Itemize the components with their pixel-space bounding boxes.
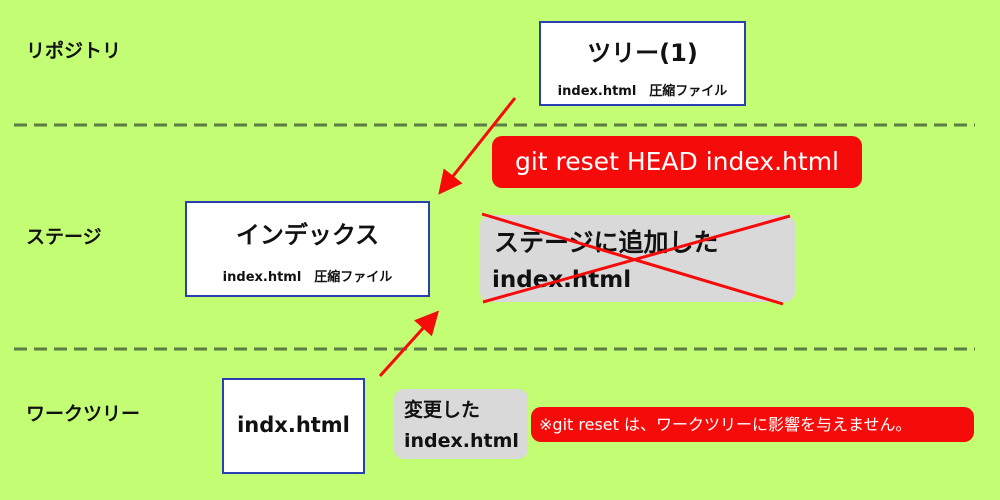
worktree-file-name: indx.html — [237, 413, 350, 437]
index-title: インデックス — [235, 221, 380, 249]
tree-box: ツリー(1) index.html 圧縮ファイル — [539, 21, 746, 106]
command-label: git reset HEAD index.html — [492, 136, 862, 188]
tree-content: index.html 圧縮ファイル — [557, 84, 728, 99]
changed-note-line1: 変更した — [404, 399, 481, 421]
changed-note: 変更した index.html — [394, 389, 528, 459]
changed-note-line2: index.html — [404, 430, 519, 452]
row-label-worktree: ワークツリー — [26, 403, 141, 425]
index-box: インデックス index.html 圧縮ファイル — [185, 201, 430, 297]
tree-title: ツリー(1) — [587, 39, 698, 67]
row-label-repository: リポジトリ — [26, 40, 122, 62]
cross-out-stroke — [482, 214, 791, 304]
worktree-file-box: indx.html — [222, 378, 365, 474]
arrow-worktree-to-index — [378, 310, 440, 378]
warning-note: ※git reset は、ワークツリーに影響を与えません。 — [531, 407, 974, 442]
row-label-stage: ステージ — [26, 226, 102, 248]
arrow-repo-to-index — [438, 97, 517, 195]
index-content: index.html 圧縮ファイル — [222, 270, 393, 285]
